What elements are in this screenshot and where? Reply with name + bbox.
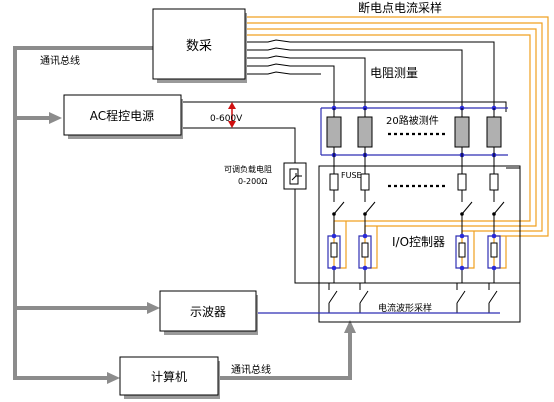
- fuse-1: [329, 173, 339, 191]
- adjustable-load-label-1: 可调负载电阻: [224, 164, 272, 174]
- current-waveform-label: 电流波形采样: [378, 302, 432, 314]
- sampling-resistor-1: [330, 242, 338, 258]
- dut-2: [357, 116, 373, 148]
- sampling-resistor-19: [458, 242, 466, 258]
- dut-1: [326, 116, 342, 148]
- oscilloscope-block: 示波器: [159, 290, 322, 335]
- voltage-range-label: 0-600V: [210, 114, 243, 124]
- rheostat-tap-icon: [291, 173, 302, 181]
- fuse-20: [489, 173, 499, 191]
- daq-block: 数采: [152, 8, 247, 83]
- daq-label: 数采: [186, 39, 212, 54]
- dut-20: [486, 116, 502, 148]
- bus-arrow-scope-icon: [147, 302, 160, 314]
- bus-arrow-computer-icon: [107, 372, 120, 384]
- voltage-arrow-icon: [228, 102, 236, 128]
- io-controller-box: [318, 165, 521, 323]
- io-channels: [322, 155, 505, 314]
- comm-bus-label-top: 通讯总线: [40, 54, 80, 67]
- sampling-resistor-2: [361, 242, 369, 258]
- computer-block: 计算机: [119, 356, 220, 399]
- bus-arrow-power-icon: [49, 112, 62, 124]
- resistance-measure-lines: [246, 39, 495, 108]
- dut-row: [320, 105, 508, 158]
- oscilloscope-label: 示波器: [190, 305, 226, 319]
- io-controller-label: I/O控制器: [392, 235, 445, 249]
- fuse-19: [457, 173, 467, 191]
- adjustable-load-label-2: 0-200Ω: [238, 177, 267, 186]
- breakpoint-current-label: 断电点电流采样: [358, 0, 442, 15]
- resistance-measure-label: 电阻测量: [370, 66, 418, 80]
- comm-bus-label-bottom: 通讯总线: [231, 363, 271, 376]
- ac-power-block: AC程控电源: [63, 94, 183, 139]
- fuse-2: [360, 173, 370, 191]
- dut-count-label: 20路被测件: [386, 114, 439, 127]
- fuse-label: FUSE: [341, 171, 362, 180]
- sampling-resistor-20: [490, 242, 498, 258]
- dut-19: [454, 116, 470, 148]
- breakpoint-current-lines: [246, 16, 549, 269]
- communication-bus: [13, 42, 356, 384]
- computer-label: 计算机: [151, 369, 187, 384]
- bus-arrow-io-icon: [344, 320, 356, 333]
- ac-power-label: AC程控电源: [90, 108, 154, 123]
